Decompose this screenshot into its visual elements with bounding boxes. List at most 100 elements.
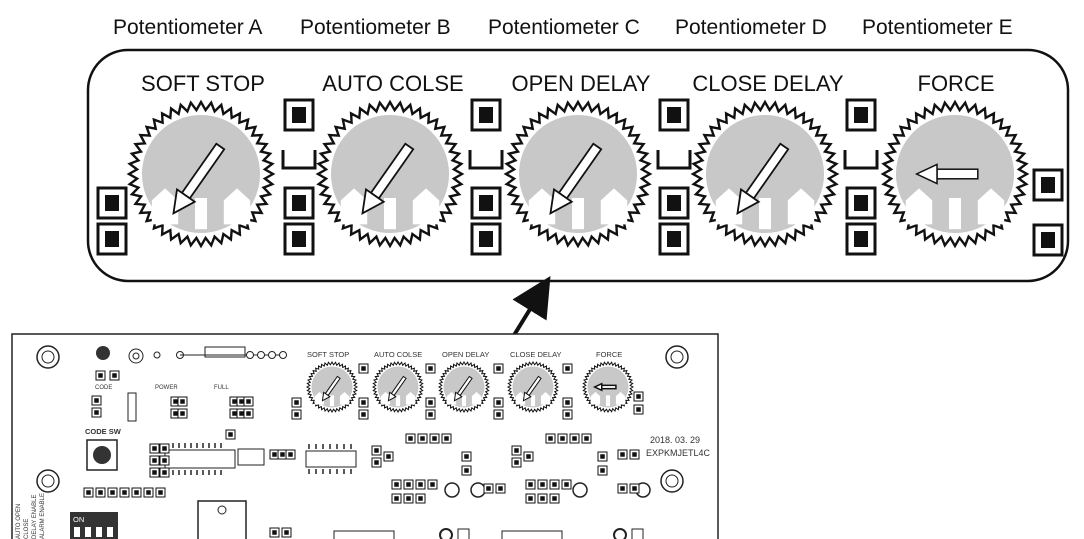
side-label-delay-enable: DELAY ENABLE <box>32 495 38 539</box>
pad-core <box>1041 177 1055 193</box>
dial-3-notch <box>600 188 628 225</box>
dial-2-slot <box>384 198 396 230</box>
terminal-pad <box>457 528 470 539</box>
board-pad-core <box>444 436 449 441</box>
board-pad-core <box>152 458 157 463</box>
dial-label-close-delay: CLOSE DELAY <box>692 71 844 96</box>
board-pad-core <box>284 530 289 535</box>
board-pad-core <box>428 400 433 405</box>
board-dial-5-pointer-head <box>592 382 603 392</box>
board-components <box>74 360 644 538</box>
board-pad-core <box>528 496 533 501</box>
dial-1-pointer-head <box>172 187 197 215</box>
board-dial-1-pointer-head <box>321 391 331 402</box>
zoom-panel <box>86 48 1070 283</box>
dial-4-slot <box>759 198 771 230</box>
via <box>153 351 161 359</box>
board-pad-core <box>428 366 433 371</box>
pad-core <box>667 231 681 247</box>
board-dial-2-slot <box>395 395 401 407</box>
pad-core <box>854 195 868 211</box>
board-dial-1-notch <box>339 392 350 405</box>
board-pad-core <box>496 366 501 371</box>
relay-hole <box>217 505 227 515</box>
board-pad-core <box>232 399 237 404</box>
dial-label-soft-stop: SOFT STOP <box>141 71 265 96</box>
board-pad-core <box>496 412 501 417</box>
board-pad-core <box>408 436 413 441</box>
terminal-pad <box>631 528 644 539</box>
board-pad-core <box>560 436 565 441</box>
mounting-hole-inner <box>670 350 684 364</box>
capacitor <box>572 482 588 498</box>
board-pad-core <box>152 446 157 451</box>
board-pad-core <box>565 412 570 417</box>
potentiometer-dials <box>126 99 1030 249</box>
board-pad-core <box>636 394 641 399</box>
relay <box>197 500 247 539</box>
buzzer <box>96 346 110 360</box>
board-pot-label-soft-stop: SOFT STOP <box>307 350 349 359</box>
board-pad-core <box>620 486 625 491</box>
via <box>257 351 265 359</box>
board-pad-core <box>420 436 425 441</box>
via <box>268 351 276 359</box>
component-ring <box>128 348 144 364</box>
dial-1-notch <box>151 188 179 225</box>
board-pad-core <box>146 490 151 495</box>
board-pad-core <box>600 454 605 459</box>
pad-core <box>105 231 119 247</box>
board-pad-core <box>294 412 299 417</box>
board-pad-core <box>565 366 570 371</box>
board-pad-core <box>540 482 545 487</box>
board-pad-core <box>180 399 185 404</box>
board-pot-label-auto-colse: AUTO COLSE <box>374 350 422 359</box>
dial-4-notch <box>715 188 743 225</box>
dial-5-pointer-head <box>914 163 938 185</box>
pad-frame <box>845 186 877 220</box>
board-pad-core <box>294 400 299 405</box>
board-pad-core <box>86 490 91 495</box>
header-potentiometer-c: Potentiometer C <box>488 16 640 39</box>
board-dial-1-notch <box>314 392 325 405</box>
mounting-hole-inner <box>41 350 55 364</box>
board-pad-core <box>239 411 244 416</box>
board-pad-core <box>540 496 545 501</box>
board-pad-core <box>173 399 178 404</box>
dial-5-notch <box>905 188 933 225</box>
board-pad-core <box>173 411 178 416</box>
board-pad-core <box>232 411 237 416</box>
mounting-hole <box>36 345 60 369</box>
side-labels: AUTO OPEN CLOSE DELAY ENABLE ALARM ENABL… <box>16 493 46 539</box>
pad-core <box>105 195 119 211</box>
board-pad-core <box>94 398 99 403</box>
board-pad-core <box>228 432 233 437</box>
pad-core <box>854 107 868 123</box>
mounting-hole <box>660 469 684 493</box>
terminal <box>613 528 627 539</box>
pad-core <box>1041 232 1055 248</box>
board-pad-core <box>272 530 277 535</box>
dip-slot <box>74 527 80 537</box>
code-switch <box>86 439 118 471</box>
board-dial-4-slot <box>530 395 536 407</box>
mounting-hole <box>665 345 689 369</box>
board-pad-core <box>239 399 244 404</box>
board-pad-core <box>514 460 519 465</box>
board-pad-core <box>162 458 167 463</box>
board-pad-core <box>180 411 185 416</box>
board-label-full: FULL <box>214 385 229 391</box>
board-pad-core <box>158 490 163 495</box>
dial-label-force: FORCE <box>918 71 995 96</box>
potentiometer-headers: Potentiometer A Potentiometer B Potentio… <box>113 16 1013 39</box>
board-pad-core <box>94 410 99 415</box>
dial-2-pointer-head <box>361 187 386 215</box>
board-pad-core <box>632 452 637 457</box>
board-pad-core <box>394 482 399 487</box>
dip-slot <box>107 527 113 537</box>
board-dial-5-notch <box>615 392 626 405</box>
mounting-hole <box>36 469 60 493</box>
board-pad-core <box>162 446 167 451</box>
pad-bracket <box>281 150 317 170</box>
